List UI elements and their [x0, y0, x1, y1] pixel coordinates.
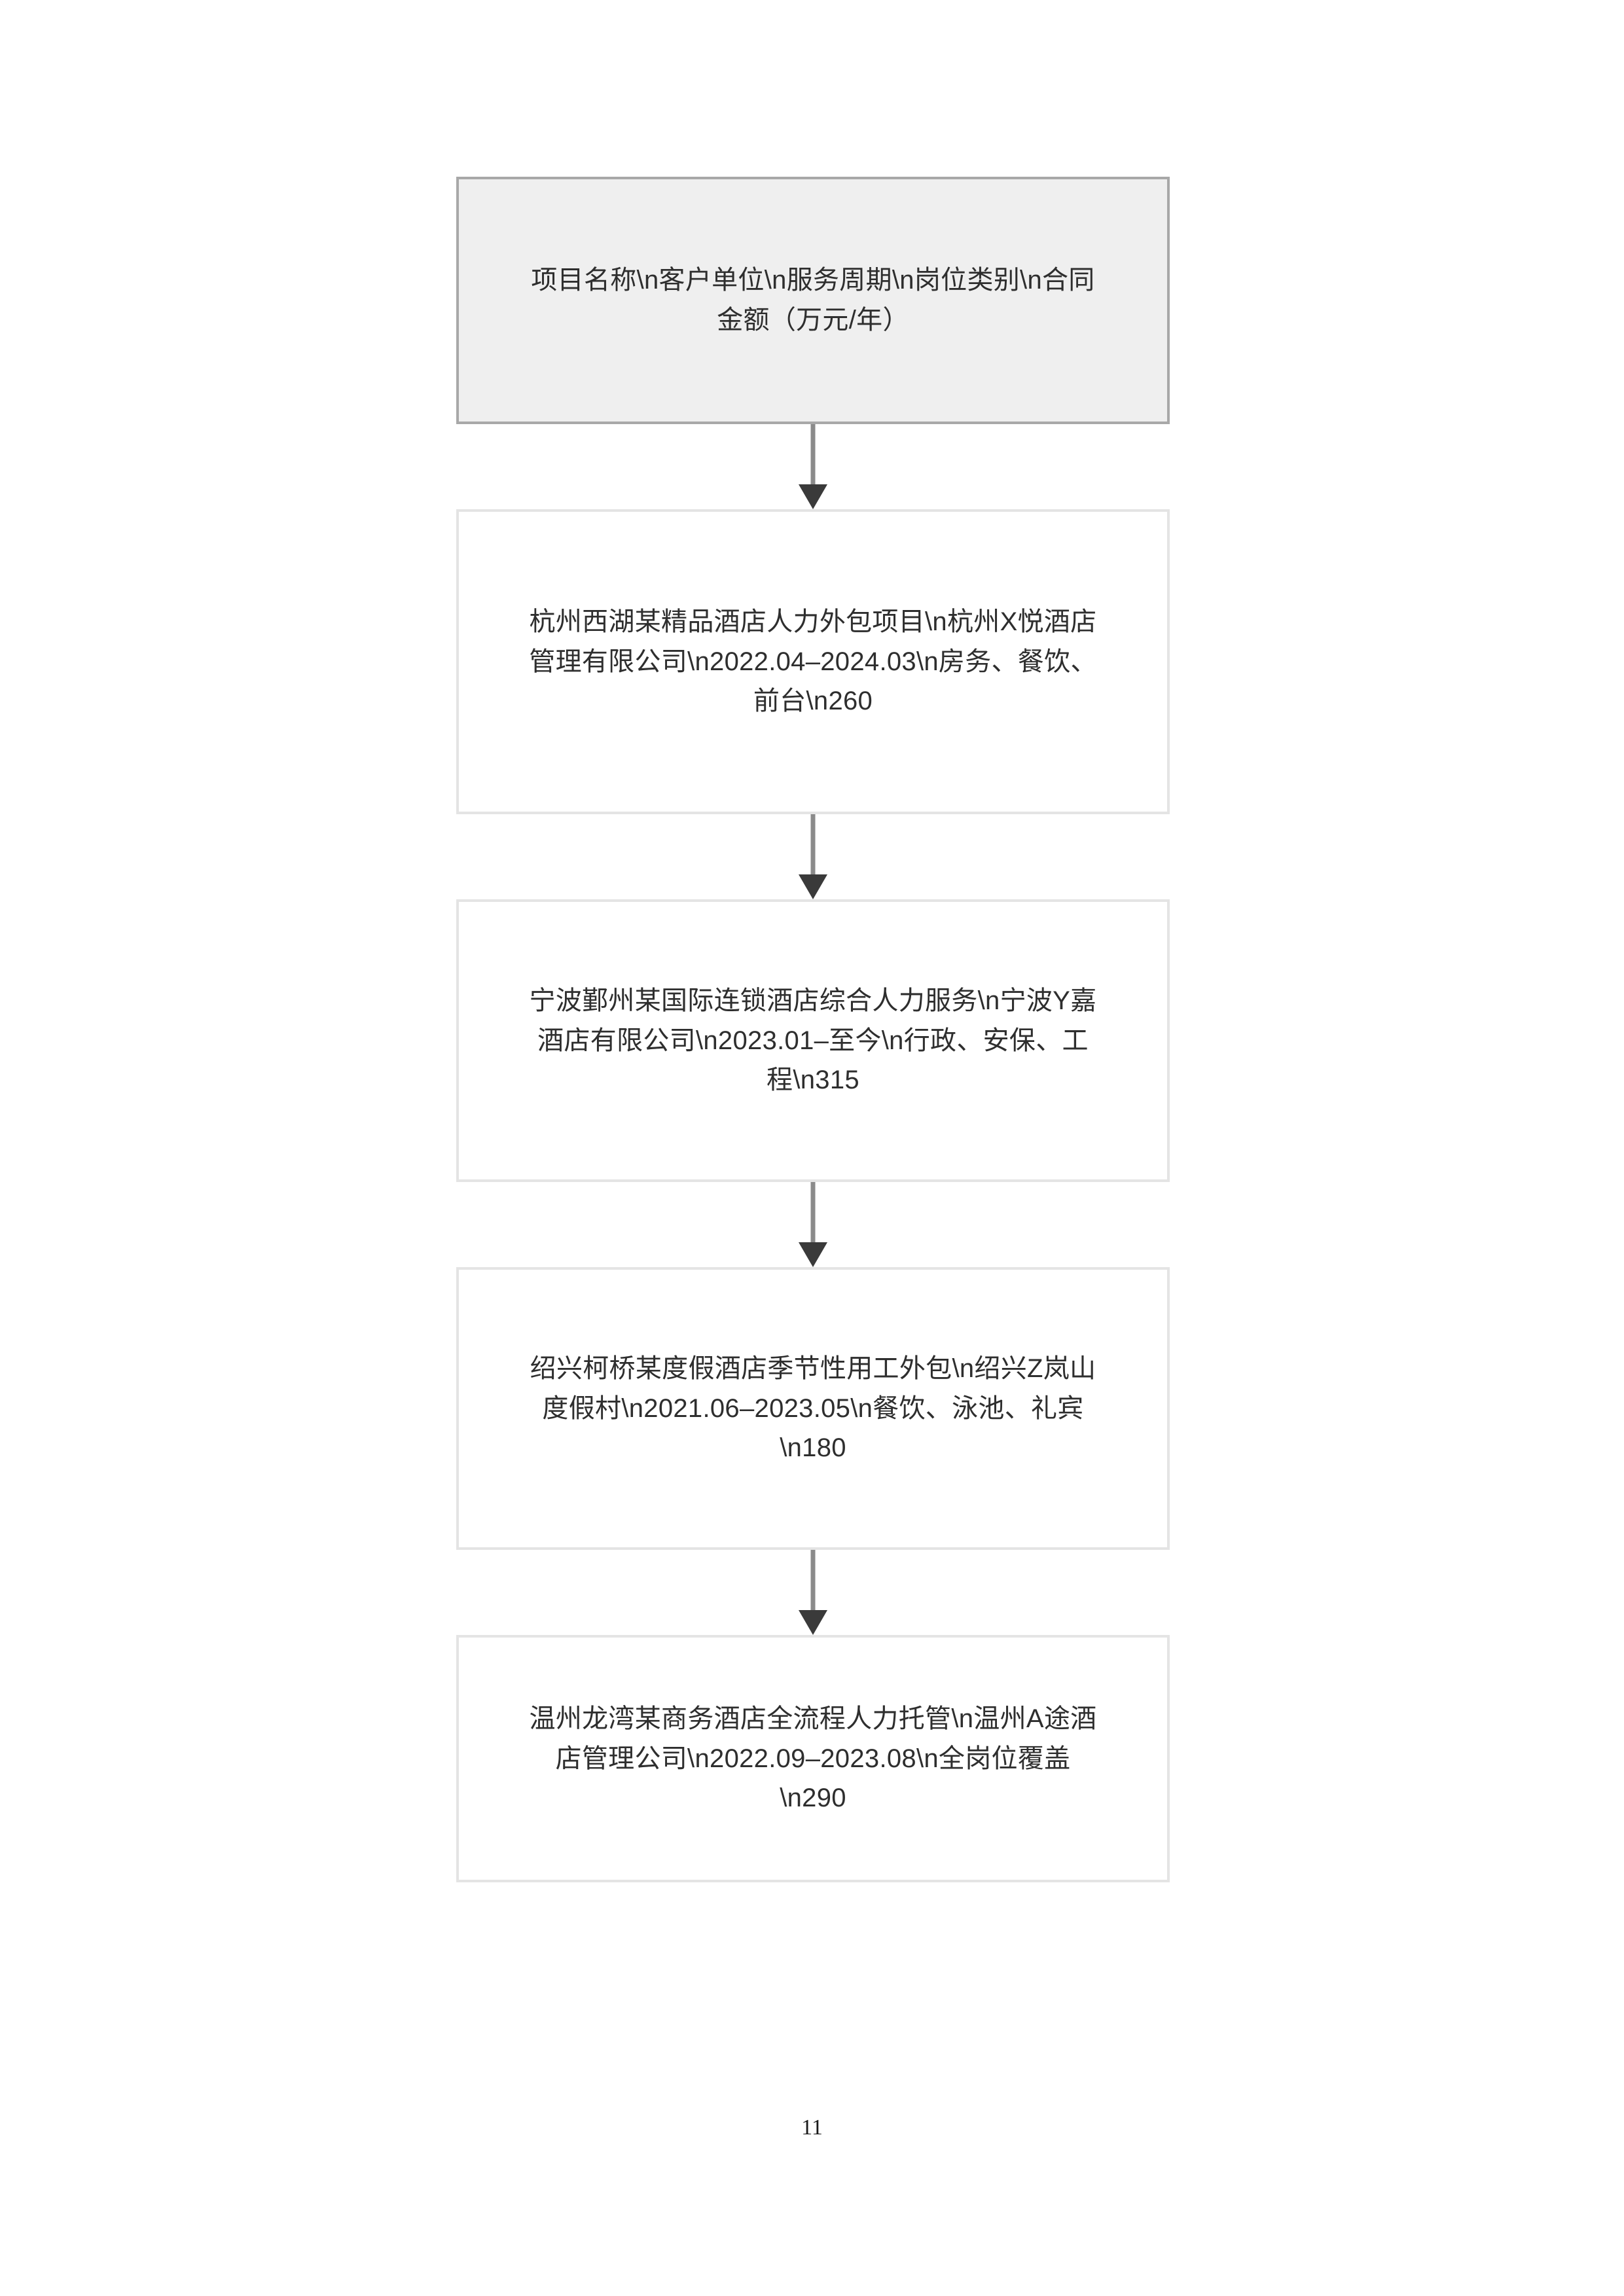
flow-node-project-2[interactable]: 宁波鄞州某国际连锁酒店综合人力服务\n宁波Y嘉酒店有限公司\n2023.01–至… — [456, 899, 1170, 1182]
connector-line — [810, 814, 816, 880]
connector-line — [810, 424, 816, 490]
flow-node-project-4-label: 温州龙湾某商务酒店全流程人力托管\n温州A途酒店管理公司\n2022.09–20… — [529, 1704, 1097, 1813]
connector-project-2-to-project-3 — [456, 1182, 1170, 1267]
flow-node-header[interactable]: 项目名称\n客户单位\n服务周期\n岗位类别\n合同金额（万元/年） — [456, 177, 1170, 424]
flow-node-project-1[interactable]: 杭州西湖某精品酒店人力外包项目\n杭州X悦酒店管理有限公司\n2022.04–2… — [456, 509, 1170, 814]
flowchart: 项目名称\n客户单位\n服务周期\n岗位类别\n合同金额（万元/年） 杭州西湖某… — [456, 177, 1170, 1882]
connector-project-1-to-project-2 — [456, 814, 1170, 899]
arrow-down-icon — [799, 1610, 827, 1635]
flow-node-project-1-label: 杭州西湖某精品酒店人力外包项目\n杭州X悦酒店管理有限公司\n2022.04–2… — [529, 607, 1097, 716]
connector-project-3-to-project-4 — [456, 1550, 1170, 1635]
flow-node-project-3[interactable]: 绍兴柯桥某度假酒店季节性用工外包\n绍兴Z岚山度假村\n2021.06–2023… — [456, 1267, 1170, 1550]
arrow-down-icon — [799, 484, 827, 509]
flow-node-project-4[interactable]: 温州龙湾某商务酒店全流程人力托管\n温州A途酒店管理公司\n2022.09–20… — [456, 1635, 1170, 1882]
arrow-down-icon — [799, 1242, 827, 1267]
arrow-down-icon — [799, 874, 827, 899]
page-number: 11 — [801, 2115, 823, 2140]
connector-header-to-project-1 — [456, 424, 1170, 509]
connector-line — [810, 1182, 816, 1247]
flow-node-project-3-label: 绍兴柯桥某度假酒店季节性用工外包\n绍兴Z岚山度假村\n2021.06–2023… — [530, 1354, 1096, 1463]
flow-node-project-2-label: 宁波鄞州某国际连锁酒店综合人力服务\n宁波Y嘉酒店有限公司\n2023.01–至… — [529, 986, 1097, 1095]
connector-line — [810, 1550, 816, 1615]
flow-node-header-label: 项目名称\n客户单位\n服务周期\n岗位类别\n合同金额（万元/年） — [531, 266, 1095, 334]
